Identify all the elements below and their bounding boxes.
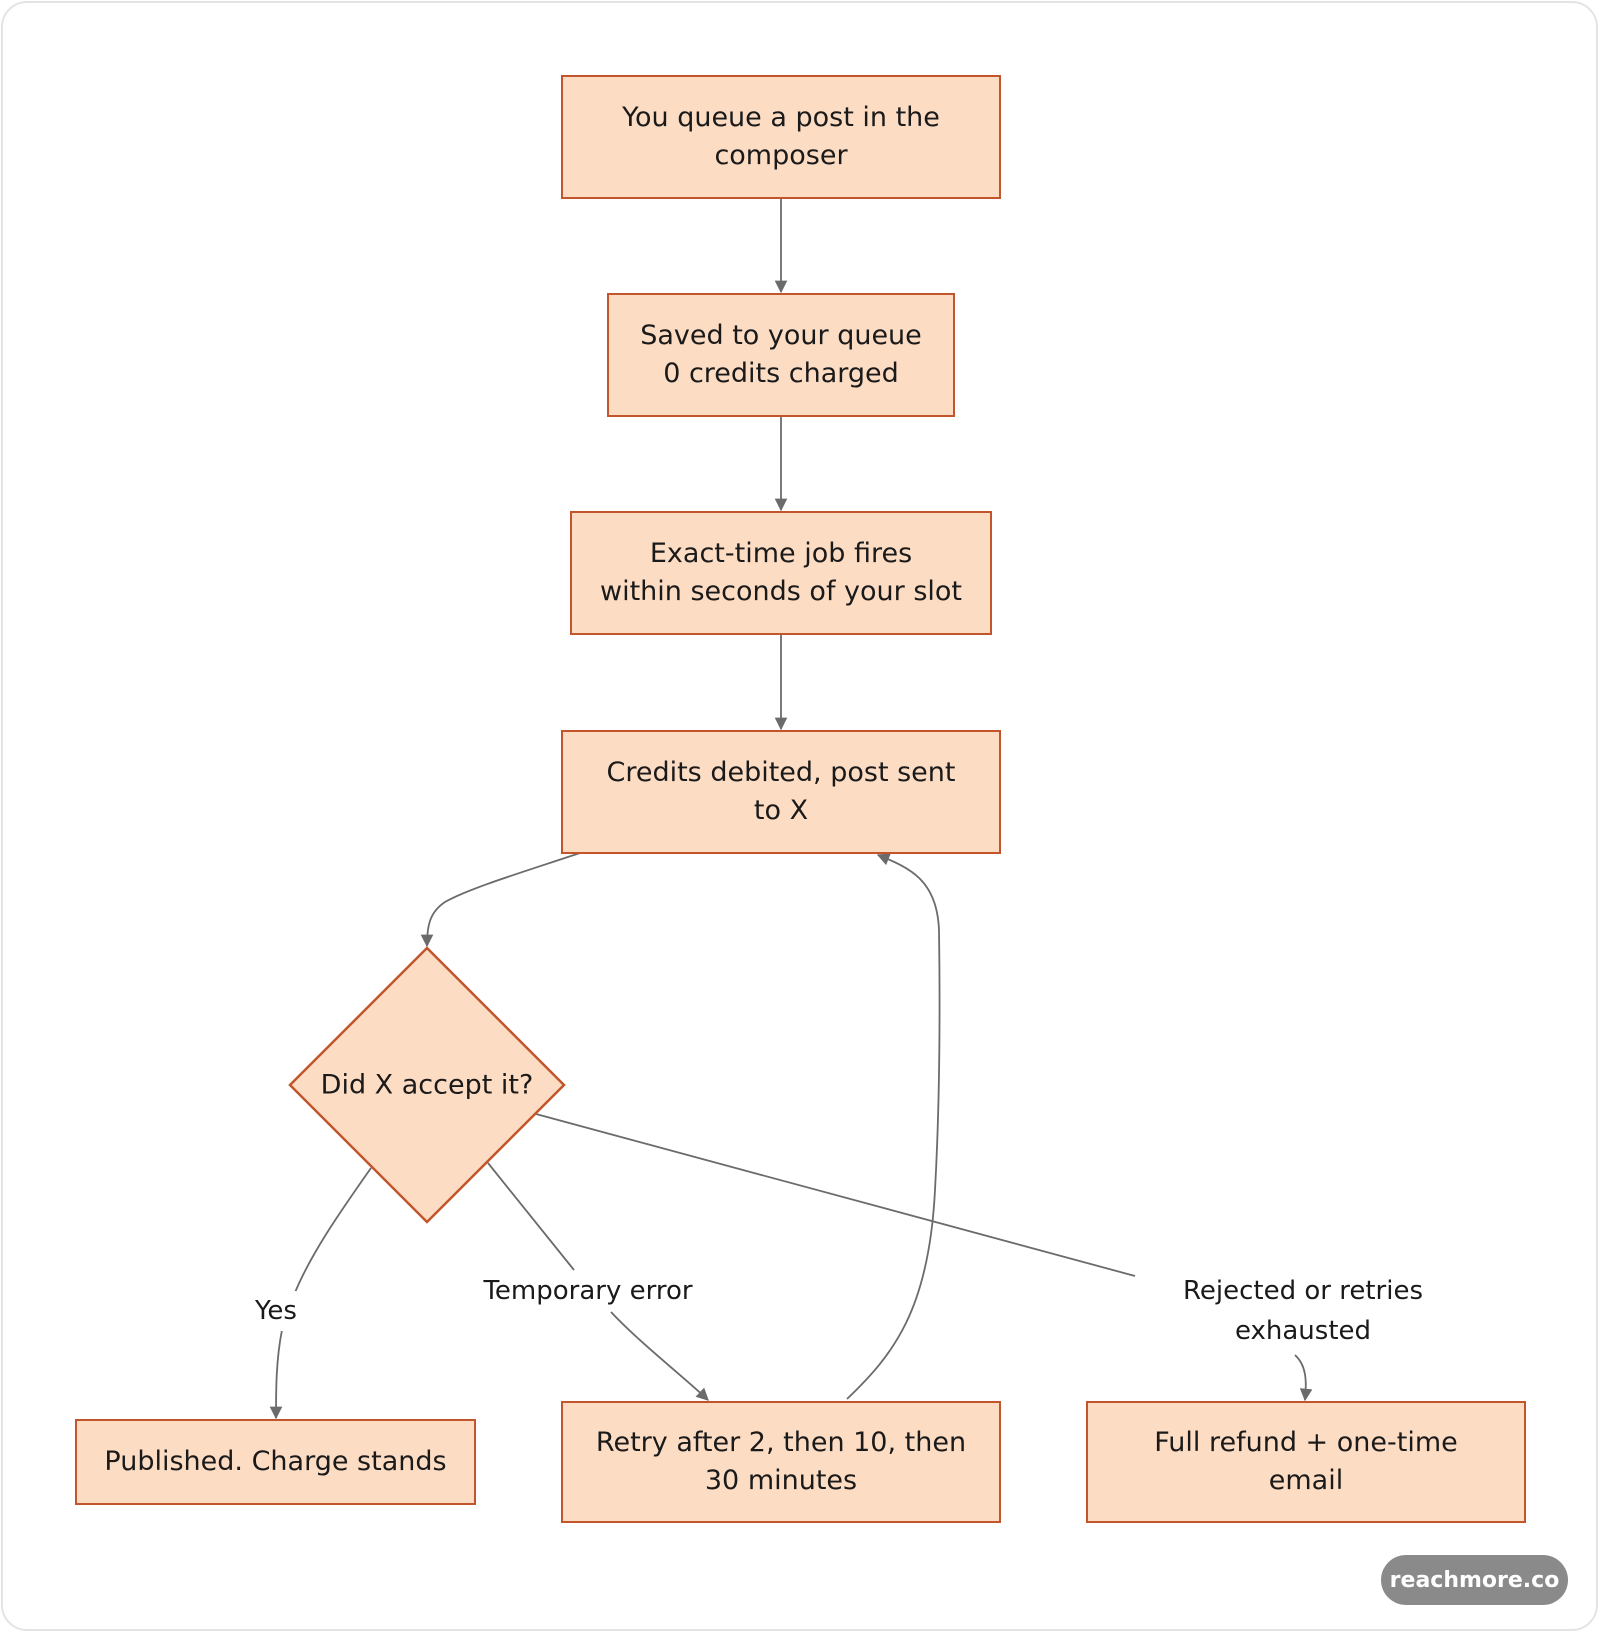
decision-label: Did X accept it?: [320, 1069, 534, 1101]
watermark-badge[interactable]: reachmore.co: [1381, 1555, 1568, 1605]
edge-label-rejected: Rejected or retries exhausted: [1179, 1271, 1427, 1351]
edge-retry-to-credits: [846, 853, 941, 1400]
node-queue-post: You queue a post in the composer: [561, 75, 1001, 199]
edge-label-yes: Yes: [251, 1291, 301, 1331]
node-published: Published. Charge stands: [75, 1419, 476, 1505]
edge-temp-to-retry: [487, 1162, 708, 1400]
decision-diamond: [288, 946, 566, 1224]
node-credits-debited: Credits debited, post sent to X: [561, 730, 1001, 854]
edge-yes-to-published: [276, 1167, 372, 1418]
node-refund: Full refund + one-time email: [1086, 1401, 1526, 1523]
node-saved-to-queue: Saved to your queue 0 credits charged: [607, 293, 955, 417]
edge-credits-to-decision: [420, 852, 581, 948]
edge-decision-to-rejected: [535, 1113, 1306, 1400]
node-job-fires: Exact-time job fires within seconds of y…: [570, 511, 992, 635]
node-retry: Retry after 2, then 10, then 30 minutes: [561, 1401, 1001, 1523]
edge-label-temporary-error: Temporary error: [479, 1271, 697, 1311]
